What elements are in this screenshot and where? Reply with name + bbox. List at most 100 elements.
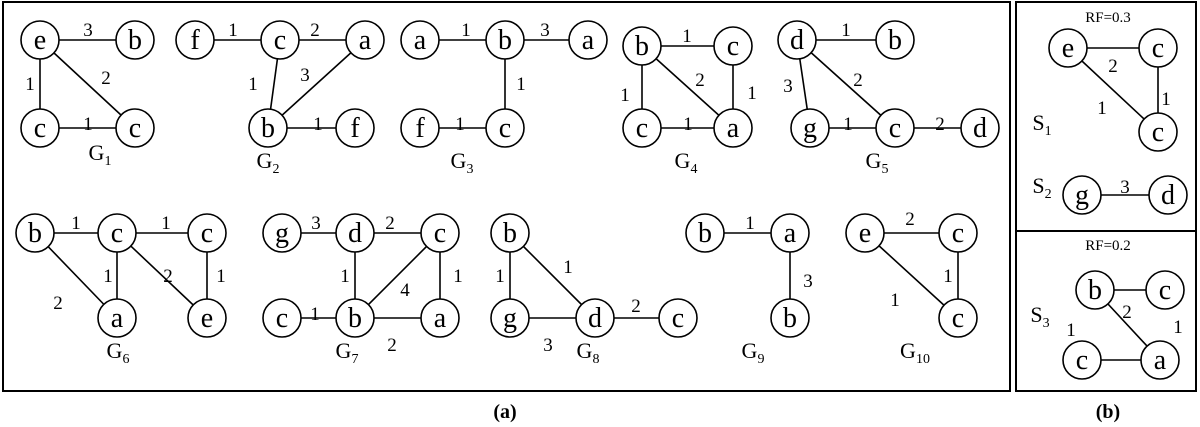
node-label: a — [414, 25, 427, 56]
edge-weight: 3 — [83, 20, 93, 41]
node: b — [875, 20, 915, 60]
node-circle — [713, 26, 753, 66]
edge — [267, 39, 366, 129]
graph-label: G1 — [89, 140, 112, 169]
graph-label-base: G — [900, 338, 916, 363]
edge-weight: 3 — [1120, 177, 1130, 198]
edge-weight: 1 — [461, 20, 471, 41]
node: b — [685, 213, 725, 253]
node: c — [262, 298, 302, 338]
node-label: b — [888, 25, 902, 56]
edge-weight: 1 — [340, 266, 350, 287]
node-label: c — [1159, 275, 1171, 306]
node-label: c — [727, 31, 739, 62]
node-circle — [622, 108, 662, 148]
node: c — [622, 108, 662, 148]
node-label: g — [1075, 180, 1089, 211]
node-circle — [1062, 175, 1102, 215]
node-circle — [345, 20, 385, 60]
node-label: g — [275, 218, 289, 249]
node-circle — [938, 298, 978, 338]
edge-weight: 1 — [563, 257, 573, 278]
graph-label: G5 — [866, 148, 889, 177]
graph-label-subscript: 3 — [466, 162, 473, 177]
node-circle — [685, 213, 725, 253]
edge-weight: 1 — [843, 114, 853, 135]
panel-a-caption: (a) — [493, 401, 516, 423]
node-circle — [335, 108, 375, 148]
node-circle — [335, 213, 375, 253]
node-label: b — [128, 25, 142, 56]
node-label: b — [498, 25, 512, 56]
node: b — [15, 213, 55, 253]
node: a — [568, 20, 608, 60]
node-circle — [400, 108, 440, 148]
node-circle — [1062, 340, 1102, 380]
node: g — [490, 298, 530, 338]
node: b — [622, 26, 662, 66]
node-label: c — [34, 113, 46, 144]
node-circle — [420, 213, 460, 253]
node-circle — [875, 108, 915, 148]
edge-weight: 1 — [1161, 89, 1171, 110]
edge-weight: 1 — [747, 83, 757, 104]
graph-label-base: S — [1032, 110, 1044, 135]
node-circle — [187, 213, 227, 253]
node: c — [20, 108, 60, 148]
node-label: c — [276, 303, 288, 334]
node-circle — [187, 298, 227, 338]
node-circle — [420, 298, 460, 338]
node: c — [658, 298, 698, 338]
node-circle — [15, 213, 55, 253]
node-label: c — [274, 25, 286, 56]
node-circle — [335, 298, 375, 338]
node: a — [420, 298, 460, 338]
node-circle — [400, 20, 440, 60]
node-label: f — [415, 113, 425, 144]
edge-weight: 1 — [453, 266, 463, 287]
panel-b-frame — [1015, 1, 1197, 392]
graph-label-base: S — [1032, 173, 1044, 198]
node-circle — [568, 20, 608, 60]
edge-weight: 1 — [228, 20, 238, 41]
node: b — [1075, 270, 1115, 310]
node-circle — [845, 213, 885, 253]
node-circle — [485, 20, 525, 60]
node-circle — [960, 108, 1000, 148]
node-label: a — [582, 25, 595, 56]
node-circle — [20, 20, 60, 60]
node: c — [97, 213, 137, 253]
node-label: c — [889, 113, 901, 144]
node-circle — [875, 20, 915, 60]
node: c — [938, 213, 978, 253]
edge-weight: 1 — [890, 290, 900, 311]
node-circle — [1145, 270, 1185, 310]
node-label: f — [350, 113, 360, 144]
node-circle — [485, 108, 525, 148]
node: c — [1145, 270, 1185, 310]
node-label: d — [790, 25, 804, 56]
node-circle — [1138, 28, 1178, 68]
graph-label: G10 — [900, 338, 930, 367]
node-label: d — [973, 113, 987, 144]
graph-label-base: G — [257, 148, 273, 173]
node: b — [115, 20, 155, 60]
graph-label-base: G — [742, 338, 758, 363]
node: c — [938, 298, 978, 338]
node-label: c — [672, 303, 684, 334]
edge-weight: 3 — [803, 271, 813, 292]
node: a — [345, 20, 385, 60]
edge-weight: 3 — [783, 76, 793, 97]
node-circle — [97, 298, 137, 338]
node: d — [777, 20, 817, 60]
node-circle — [248, 108, 288, 148]
rf-bottom-label: RF=0.2 — [1085, 238, 1131, 254]
